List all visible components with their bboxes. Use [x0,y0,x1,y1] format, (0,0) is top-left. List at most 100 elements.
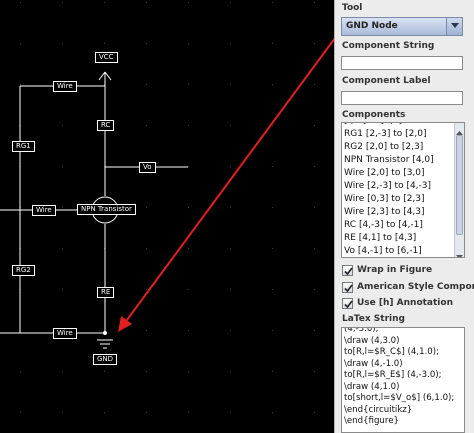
list-item[interactable]: Wire [2,-3] to [4,-3] [344,181,432,191]
grid-dot [314,43,315,44]
grid-dot [188,166,189,167]
vo-label[interactable]: Vo [139,162,156,173]
grid-dot [230,84,231,85]
grid-dot [20,43,21,44]
grid-dot [272,207,273,208]
list-item[interactable]: RG1 [2,-3] to [2,0] [344,129,427,139]
grid-dot [62,207,63,208]
wire-bottom-label[interactable]: Wire [53,328,77,339]
properties-panel: Tool GND Node Component String Component… [334,0,474,433]
ground-icon [97,339,113,349]
grid-dot [188,330,189,331]
grid-dot [146,330,147,331]
grid-dot [230,248,231,249]
list-item[interactable]: Wire [2,0] to [3,0] [344,168,425,178]
grid-dot [272,125,273,126]
checkmark-icon[interactable] [342,282,353,293]
latex-line: to[R,l=$R_C$] (4,1.0); [344,347,440,357]
grid-dot [104,371,105,372]
grid-dot [272,166,273,167]
grid-dot [314,371,315,372]
grid-dot [230,330,231,331]
checkmark-icon[interactable] [342,298,353,309]
scroll-up-icon[interactable] [455,123,464,135]
wire-base-label[interactable]: Wire [32,205,56,216]
tool-dropdown[interactable]: GND Node [341,17,463,36]
grid-dot [230,289,231,290]
grid-dot [62,43,63,44]
list-item[interactable]: RC [4,-3] to [4,-1] [344,220,423,230]
grid-dot [62,248,63,249]
grid-dot [272,248,273,249]
grid-dot [146,248,147,249]
list-item[interactable]: Wire [2,3] to [4,3] [344,207,425,217]
grid-dot [146,412,147,413]
list-item[interactable]: [-,-3] to [2,0] [344,123,402,126]
latex-line: \draw (4,3.0) [344,335,400,346]
grid-dot [230,2,231,3]
grid-dot [146,289,147,290]
grid-dot [104,43,105,44]
component-label-label: Component Label [342,76,431,86]
grid-dot [188,371,189,372]
list-item[interactable]: RG2 [2,0] to [2,3] [344,142,424,152]
grid-dot [146,84,147,85]
gnd-label[interactable]: GND [93,354,118,365]
wire-top-label[interactable]: Wire [53,81,77,92]
npn-transistor-label[interactable]: NPN Transistor [77,204,136,215]
wrap-in-figure-label: Wrap in Figure [357,265,433,275]
grid-dot [314,207,315,208]
grid-dot [230,412,231,413]
scroll-down-icon[interactable] [455,247,464,257]
circuit-canvas[interactable]: VCC Wire RG1 RC Vo Wire NPN Transistor R… [0,0,334,433]
grid-dot [20,2,21,3]
checkmark-icon[interactable] [342,265,353,276]
grid-dot [314,125,315,126]
re-label[interactable]: RE [97,287,115,298]
grid-dot [20,371,21,372]
grid-dot [146,2,147,3]
latex-line: to[short,l=$V_o$] (6,1.0); [344,393,455,403]
grid-dot [62,289,63,290]
components-label: Components [342,110,406,120]
list-item[interactable]: NPN Transistor [4,0] [344,155,434,165]
rg1-label[interactable]: RG1 [12,141,35,152]
component-string-input[interactable] [341,56,463,70]
vcc-label[interactable]: VCC [95,52,118,63]
grid-dot [188,207,189,208]
grid-dot [188,412,189,413]
rg2-label[interactable]: RG2 [12,265,35,276]
grid-dot [188,289,189,290]
latex-string-textarea[interactable]: (4,-3.0);\draw (4,3.0)to[R,l=$R_C$] (4,1… [341,327,465,433]
grid-dot [272,84,273,85]
grid-dots [20,2,315,413]
grid-dot [272,2,273,3]
scroll-thumb[interactable] [456,135,463,235]
latex-line: \end{circuitikz} [344,404,413,415]
grid-dot [62,371,63,372]
grid-dot [272,371,273,372]
list-item[interactable]: RE [4,1] to [4,3] [344,233,417,243]
list-item[interactable]: Vo [4,-1] to [6,-1] [344,246,422,256]
components-scrollbar[interactable] [454,123,464,257]
grid-dot [62,2,63,3]
annotation-arrow-icon [118,37,334,332]
grid-dot [314,289,315,290]
latex-line: \draw (4,1.0) [344,381,400,392]
grid-dot [314,330,315,331]
list-item[interactable]: Wire [0,3] to [2,3] [344,194,425,204]
grid-dot [314,84,315,85]
grid-dot [314,248,315,249]
grid-dot [272,330,273,331]
chevron-down-icon[interactable] [446,18,462,35]
grid-dot [230,43,231,44]
grid-dot [62,166,63,167]
american-style-label: American Style Components [357,282,474,292]
latex-line: \end{figure} [344,416,399,426]
grid-dot [104,412,105,413]
rc-label[interactable]: RC [97,120,115,131]
grid-dot [104,2,105,3]
components-list[interactable]: [-,-3] to [2,0] RG1 [2,-3] to [2,0] RG2 [2… [341,122,465,258]
grid-dot [146,125,147,126]
component-label-input[interactable] [341,91,463,105]
